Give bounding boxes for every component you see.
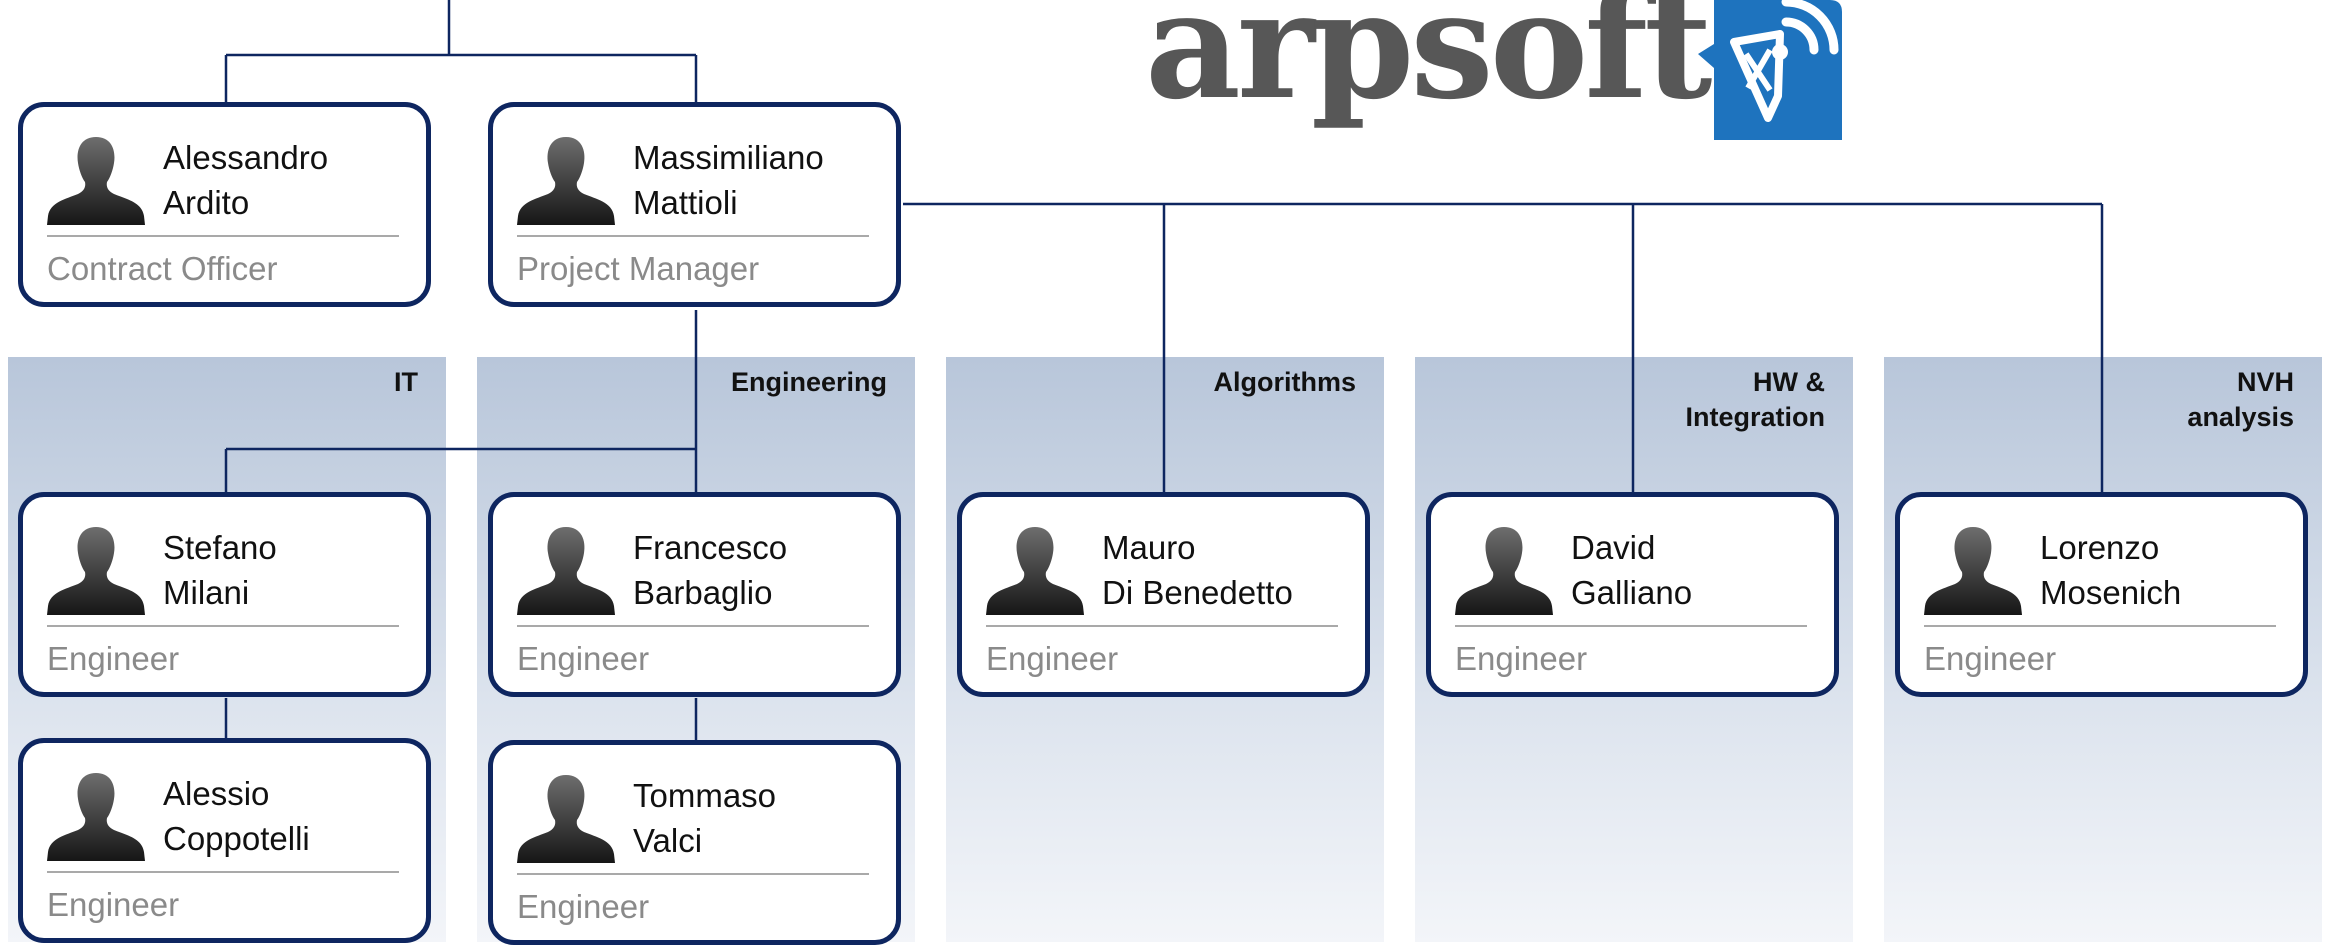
- card-divider: [1924, 625, 2276, 627]
- card-divider: [517, 235, 869, 237]
- person-role: Project Manager: [517, 250, 760, 287]
- person-role: Engineer: [1455, 640, 1588, 677]
- card-divider: [47, 871, 399, 873]
- person-card-mosenich[interactable]: Lorenzo Mosenich Engineer: [1895, 492, 2308, 697]
- person-silhouette-icon: [1455, 527, 1553, 615]
- person-last-name: Mattioli: [633, 184, 738, 221]
- person-card-valci[interactable]: Tommaso Valci Engineer: [488, 740, 901, 945]
- person-first-name: Massimiliano: [633, 139, 824, 176]
- department-title: Engineering: [730, 367, 887, 397]
- person-first-name: Francesco: [633, 529, 788, 566]
- person-first-name: David: [1571, 529, 1656, 566]
- person-silhouette-icon: [517, 137, 615, 225]
- person-role: Engineer: [517, 640, 650, 677]
- person-silhouette-icon: [517, 775, 615, 863]
- person-silhouette-icon: [47, 527, 145, 615]
- person-last-name: Di Benedetto: [1102, 574, 1293, 611]
- department-title: IT: [394, 367, 418, 397]
- card-divider: [986, 625, 1338, 627]
- person-last-name: Milani: [163, 574, 250, 611]
- department-title: Algorithms: [1213, 367, 1356, 397]
- card-divider: [517, 873, 869, 875]
- person-role: Engineer: [517, 888, 650, 925]
- person-first-name: Stefano: [163, 529, 277, 566]
- person-card-coppotelli[interactable]: Alessio Coppotelli Engineer: [18, 738, 431, 943]
- person-last-name: Coppotelli: [163, 820, 310, 857]
- person-first-name: Tommaso: [633, 777, 777, 814]
- person-role: Engineer: [1924, 640, 2057, 677]
- logo-wordmark: arpsoft: [1145, 0, 1712, 132]
- person-first-name: Alessio: [163, 775, 270, 812]
- card-divider: [47, 625, 399, 627]
- person-last-name: Barbaglio: [633, 574, 773, 611]
- card-divider: [47, 235, 399, 237]
- person-card-mattioli[interactable]: Massimiliano Mattioli Project Manager: [488, 102, 901, 307]
- person-role: Engineer: [47, 886, 180, 923]
- person-silhouette-icon: [47, 773, 145, 861]
- person-last-name: Ardito: [163, 184, 250, 221]
- person-card-ardito[interactable]: Alessandro Ardito Contract Officer: [18, 102, 431, 307]
- person-silhouette-icon: [1924, 527, 2022, 615]
- department-title: NVH analysis: [2187, 367, 2294, 432]
- person-silhouette-icon: [986, 527, 1084, 615]
- person-last-name: Galliano: [1571, 574, 1693, 611]
- person-role: Engineer: [47, 640, 180, 677]
- card-divider: [1455, 625, 1807, 627]
- person-role: Contract Officer: [47, 250, 278, 287]
- card-divider: [517, 625, 869, 627]
- satellite-dish-icon: [1698, 0, 1842, 140]
- person-silhouette-icon: [517, 527, 615, 615]
- person-last-name: Mosenich: [2040, 574, 2182, 611]
- person-silhouette-icon: [47, 137, 145, 225]
- person-last-name: Valci: [633, 822, 703, 859]
- person-card-di-benedetto[interactable]: Mauro Di Benedetto Engineer: [957, 492, 1370, 697]
- department-title: HW & Integration: [1685, 367, 1826, 432]
- person-role: Engineer: [986, 640, 1119, 677]
- person-first-name: Lorenzo: [2040, 529, 2160, 566]
- person-card-milani[interactable]: Stefano Milani Engineer: [18, 492, 431, 697]
- person-first-name: Mauro: [1102, 529, 1196, 566]
- person-first-name: Alessandro: [163, 139, 329, 176]
- person-card-galliano[interactable]: David Galliano Engineer: [1426, 492, 1839, 697]
- person-card-barbaglio[interactable]: Francesco Barbaglio Engineer: [488, 492, 901, 697]
